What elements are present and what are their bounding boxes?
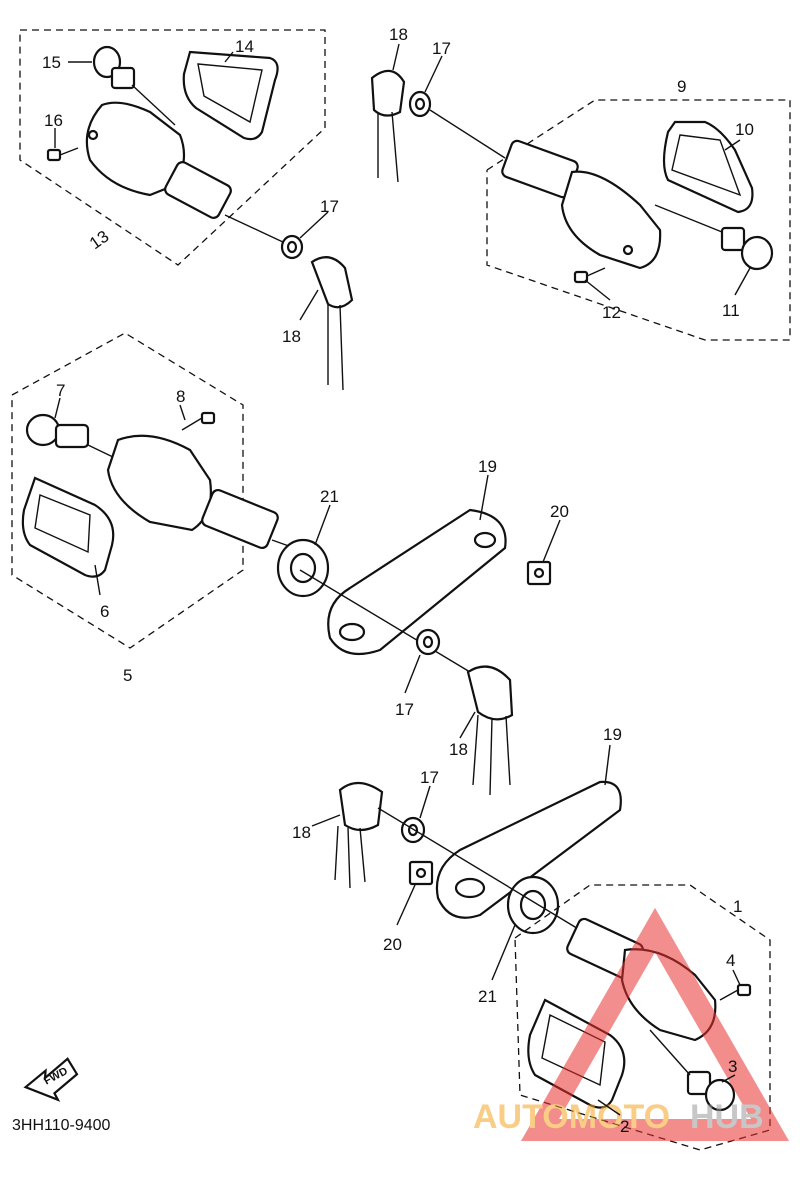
callout-14: 14: [235, 37, 254, 56]
watermark-text-gray: HUB: [690, 1098, 764, 1136]
grommet-part-17-a: [280, 234, 304, 260]
callout-8: 8: [176, 387, 185, 406]
bracket-part-19-a: [327, 508, 507, 656]
lens-part-14: [182, 50, 279, 141]
lens-part-6: [21, 476, 115, 578]
housing-part-9: [501, 139, 662, 270]
assembly-13-turn-signal: [19, 29, 354, 391]
wire-boot-part-18-c: [466, 665, 514, 796]
callout-17-d: 17: [420, 768, 439, 787]
callout-21-a: 21: [320, 487, 339, 506]
callout-20-b: 20: [383, 935, 402, 954]
nut-part-20-b: [408, 860, 434, 886]
assembly-5-turn-signal: [11, 332, 301, 649]
callout-3: 3: [728, 1057, 737, 1076]
housing-part-5: [106, 434, 301, 551]
callout-17-c: 17: [395, 700, 414, 719]
callout-11: 11: [722, 301, 740, 320]
callout-6: 6: [100, 602, 109, 621]
lower-bracket-assembly: [334, 780, 622, 935]
screw-part-16: [46, 147, 79, 162]
housing-part-13: [85, 101, 286, 244]
automotohub-watermark: AUTOMOTO HUB: [473, 907, 790, 1141]
bulb-part-11: [654, 204, 774, 271]
diagram-code: 3HH110-9400: [12, 1117, 111, 1134]
bulb-part-7: [25, 413, 141, 471]
callout-18-d: 18: [292, 823, 311, 842]
callout-13: 13: [86, 227, 112, 253]
callout-5: 5: [123, 666, 132, 685]
fwd-direction-arrow: FWD: [23, 1057, 79, 1102]
callout-12: 12: [602, 303, 621, 322]
callout-17-a: 17: [320, 197, 339, 216]
lens-part-10: [662, 120, 754, 214]
bracket-part-19-b: [435, 780, 622, 919]
assembly-9-turn-signal: [370, 69, 791, 341]
callout-16: 16: [44, 111, 63, 130]
bulb-part-15: [92, 45, 176, 126]
callout-10: 10: [735, 120, 754, 139]
screw-part-8: [181, 411, 216, 431]
bulb-part-3: [649, 1029, 736, 1112]
watermark-triangle-icon: [520, 907, 790, 1141]
callout-21-b: 21: [478, 987, 497, 1006]
callout-19-a: 19: [478, 457, 497, 476]
wire-boot-part-18-b: [370, 69, 406, 183]
callout-18-a: 18: [282, 327, 301, 346]
screw-part-12: [573, 267, 606, 284]
callout-4: 4: [726, 951, 735, 970]
callout-7: 7: [56, 381, 65, 400]
callout-1: 1: [733, 897, 742, 916]
grommet-part-21-b: [506, 875, 560, 935]
callout-17-b: 17: [432, 39, 451, 58]
center-bracket-assembly: [276, 508, 552, 796]
callout-2: 2: [620, 1117, 629, 1136]
callout-18-c: 18: [449, 740, 468, 759]
wire-boot-part-18-a: [310, 256, 354, 391]
grommet-part-17-c: [415, 628, 441, 656]
callout-9: 9: [677, 77, 686, 96]
callout-19-b: 19: [603, 725, 622, 744]
grommet-part-17-b: [408, 90, 506, 159]
grommet-part-17-d: [400, 816, 426, 844]
callout-15: 15: [42, 53, 61, 72]
wire-boot-part-18-d: [334, 781, 384, 889]
callout-20-a: 20: [550, 502, 569, 521]
grommet-part-21-a: [276, 538, 330, 598]
callout-18-b: 18: [389, 25, 408, 44]
screw-part-4: [719, 983, 752, 1001]
watermark-text-orange: AUTOMOTO: [473, 1098, 670, 1136]
nut-part-20-a: [526, 560, 552, 586]
leader-lines: [54, 43, 751, 1116]
